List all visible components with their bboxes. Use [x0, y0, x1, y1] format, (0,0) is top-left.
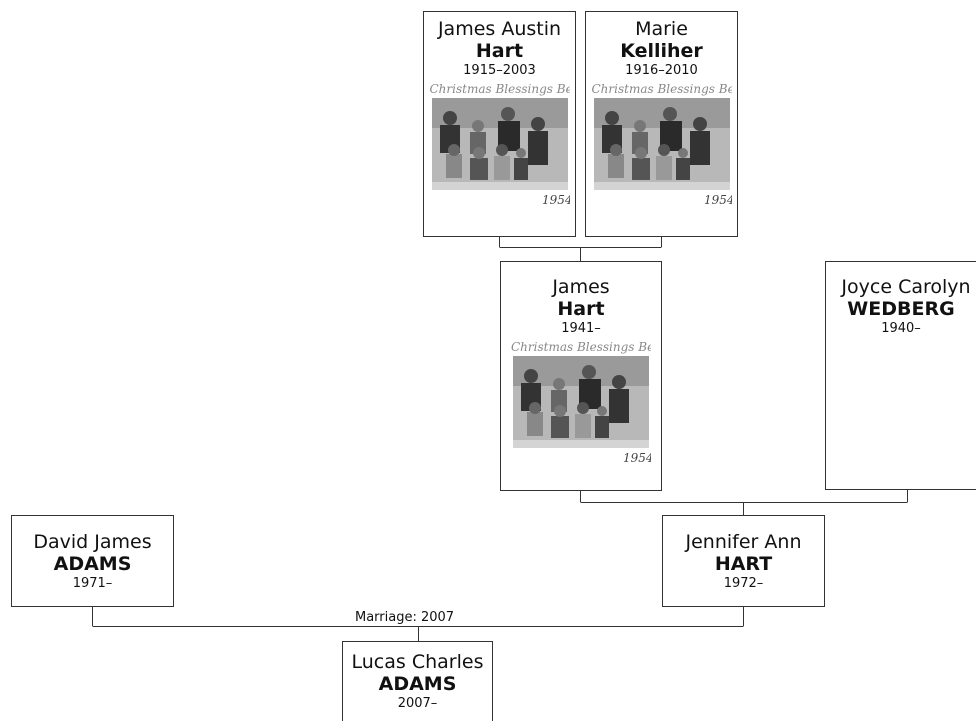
surname: ADAMS: [53, 553, 132, 575]
surname: Hart: [475, 40, 524, 62]
person-card-marie-kelliher[interactable]: Marie Kelliher 1916–2010 Christmas Bless…: [585, 11, 738, 237]
photo-caption: Christmas Blessings Be: [429, 82, 570, 96]
photo-caption: Christmas Blessings Be: [591, 82, 732, 96]
given-name: James: [552, 276, 610, 298]
photo-year: 1954: [623, 451, 651, 465]
person-card-jennifer-ann-hart[interactable]: Jennifer Ann HART 1972–: [662, 515, 825, 607]
person-card-james-austin-hart[interactable]: James Austin Hart 1915–2003 Christmas Bl…: [423, 11, 576, 237]
family-photo-image: 1954: [431, 98, 570, 207]
life-dates: 2007–: [397, 696, 438, 711]
person-card-david-james-adams[interactable]: David James ADAMS 1971–: [11, 515, 174, 607]
given-name: Marie: [635, 18, 688, 40]
given-name: David James: [33, 531, 152, 553]
photo-year: 1954: [542, 193, 570, 207]
family-photo: Christmas Blessings Be 1954: [430, 82, 570, 209]
surname: ADAMS: [378, 673, 457, 695]
life-dates: 1916–2010: [625, 63, 698, 78]
family-photo: Christmas Blessings Be 1954: [511, 340, 651, 467]
person-card-joyce-carolyn-wedberg[interactable]: Joyce Carolyn WEDBERG 1940–: [825, 261, 976, 490]
surname: HART: [714, 553, 773, 575]
life-dates: 1971–: [72, 576, 113, 591]
given-name: Lucas Charles: [351, 651, 484, 673]
photo-year: 1954: [704, 193, 732, 207]
life-dates: 1940–: [881, 321, 921, 336]
surname: Hart: [557, 298, 605, 320]
marriage-label: Marriage: 2007: [353, 610, 457, 626]
surname: Kelliher: [620, 40, 703, 62]
photo-caption: Christmas Blessings Be: [511, 340, 651, 354]
family-photo-image: 1954: [593, 98, 732, 207]
family-photo-image: 1954: [513, 356, 651, 465]
given-name: James Austin: [437, 18, 562, 40]
life-dates: 1972–: [723, 576, 764, 591]
given-name: Jennifer Ann: [685, 531, 802, 553]
person-card-lucas-charles-adams[interactable]: Lucas Charles ADAMS 2007–: [342, 641, 493, 721]
person-card-james-hart[interactable]: James Hart 1941– Christmas Blessings Be …: [500, 261, 662, 491]
life-dates: 1941–: [561, 321, 601, 336]
surname: WEDBERG: [847, 298, 955, 320]
given-name: Joyce Carolyn: [841, 276, 971, 298]
family-photo: Christmas Blessings Be 1954: [592, 82, 732, 209]
life-dates: 1915–2003: [463, 63, 536, 78]
